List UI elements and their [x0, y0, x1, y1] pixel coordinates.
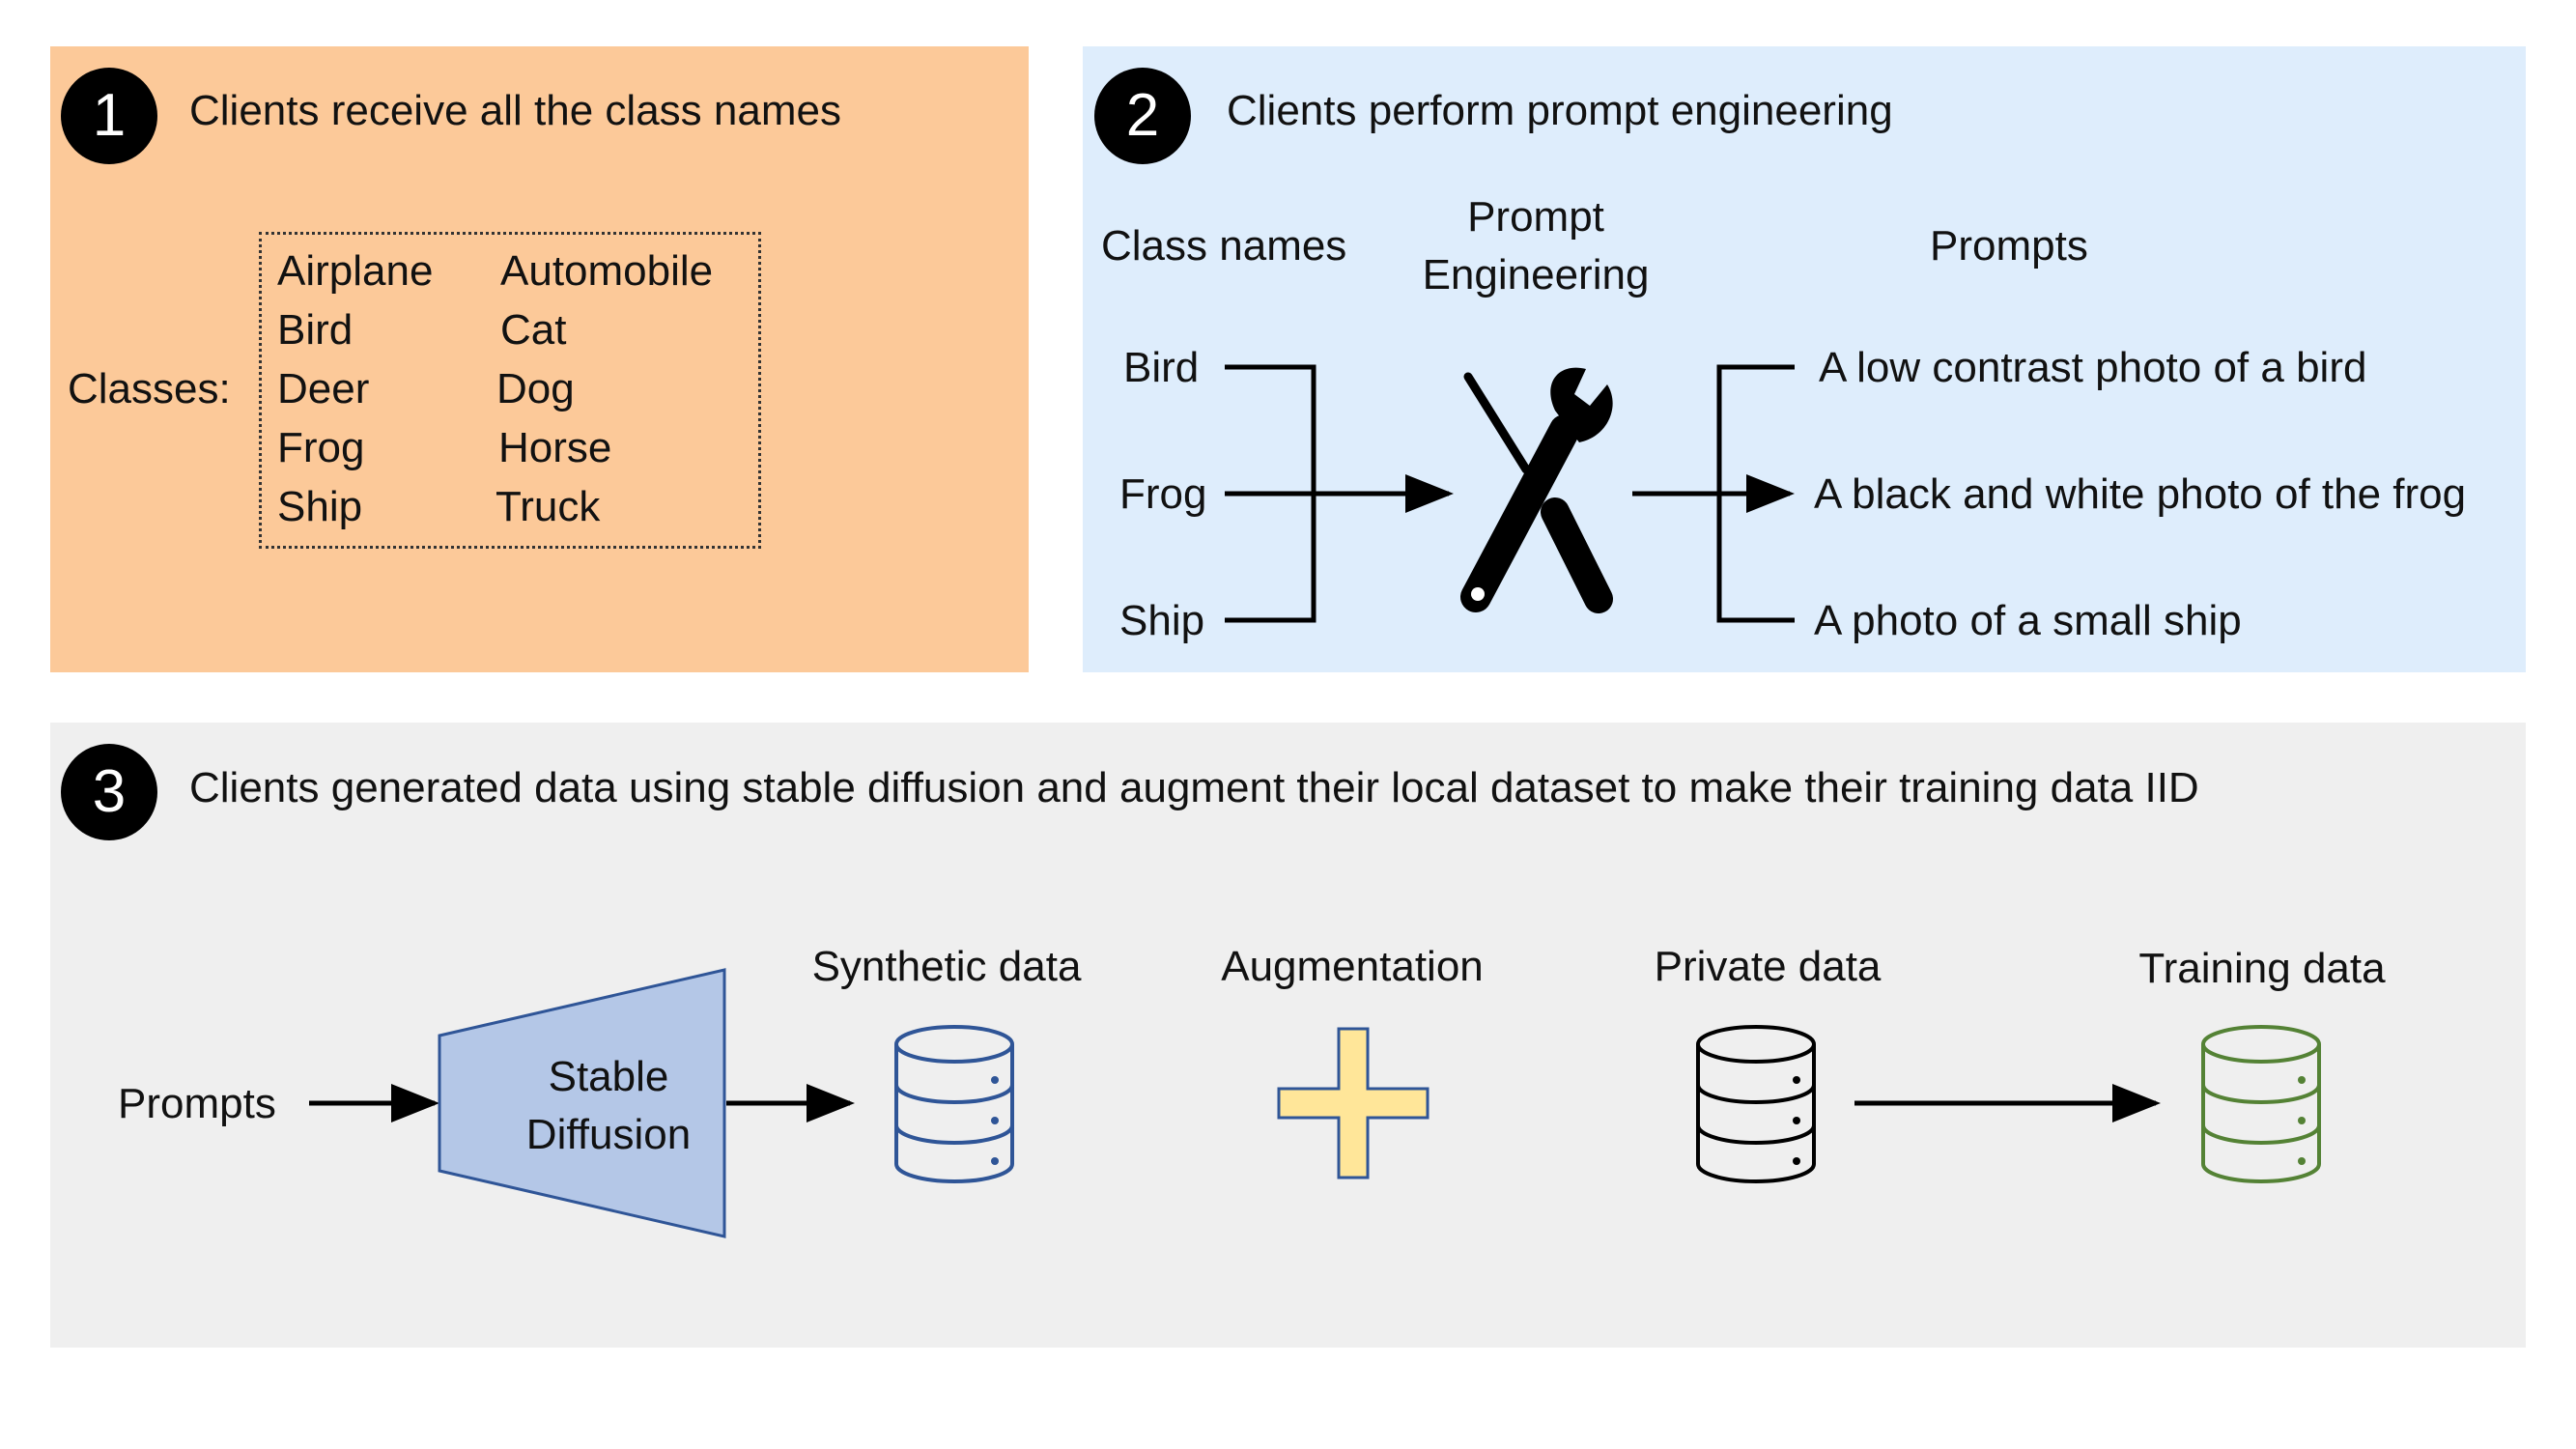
class-airplane: Airplane	[277, 247, 434, 295]
prompts-header: Prompts	[1930, 222, 2088, 270]
step2-badge: 2	[1094, 68, 1191, 164]
synthetic-database-icon	[894, 1025, 1014, 1183]
stable-diffusion-block	[438, 968, 726, 1238]
class-ship: Ship	[277, 483, 363, 530]
classes-box	[259, 232, 761, 549]
private-database-icon	[1696, 1025, 1816, 1183]
class-horse: Horse	[498, 424, 612, 471]
class-automobile: Automobile	[500, 247, 714, 295]
output-prompt-frog: A black and white photo of the frog	[1814, 470, 2467, 518]
wrench-screwdriver-icon	[1460, 367, 1613, 613]
class-names-header: Class names	[1101, 222, 1347, 270]
step1-title: Clients receive all the class names	[189, 87, 841, 134]
prompt-engineering-header-line1: Prompt	[1467, 193, 1604, 241]
step1-badge: 1	[61, 68, 157, 164]
class-bird: Bird	[277, 306, 354, 354]
step2-panel	[1083, 46, 2526, 672]
private-data-label: Private data	[1654, 943, 1882, 990]
input-ship: Ship	[1119, 597, 1205, 644]
step1-panel	[50, 46, 1029, 672]
training-database-icon	[2201, 1025, 2321, 1183]
class-frog: Frog	[277, 424, 365, 471]
class-deer: Deer	[277, 365, 370, 412]
step3-title: Clients generated data using stable diff…	[189, 764, 2199, 811]
input-bird: Bird	[1123, 344, 1200, 391]
step3-badge: 3	[61, 744, 157, 840]
class-cat: Cat	[500, 306, 567, 354]
prompt-engineering-header-line2: Engineering	[1422, 251, 1650, 298]
stable-diffusion-label-line2: Diffusion	[525, 1111, 692, 1158]
stable-diffusion-label-line1: Stable	[548, 1053, 669, 1100]
output-bracket	[1716, 364, 1795, 623]
input-frog: Frog	[1119, 470, 1207, 518]
training-data-label: Training data	[2138, 945, 2386, 992]
prompts-label: Prompts	[118, 1080, 276, 1127]
augmentation-label: Augmentation	[1221, 943, 1484, 990]
class-dog: Dog	[496, 365, 575, 412]
output-prompt-ship: A photo of a small ship	[1814, 597, 2242, 644]
output-prompt-bird: A low contrast photo of a bird	[1819, 344, 2367, 391]
step2-title: Clients perform prompt engineering	[1227, 87, 1893, 134]
plus-icon	[1277, 1027, 1430, 1179]
classes-label: Classes:	[68, 365, 231, 412]
class-truck: Truck	[495, 483, 601, 530]
synthetic-data-label: Synthetic data	[811, 943, 1082, 990]
